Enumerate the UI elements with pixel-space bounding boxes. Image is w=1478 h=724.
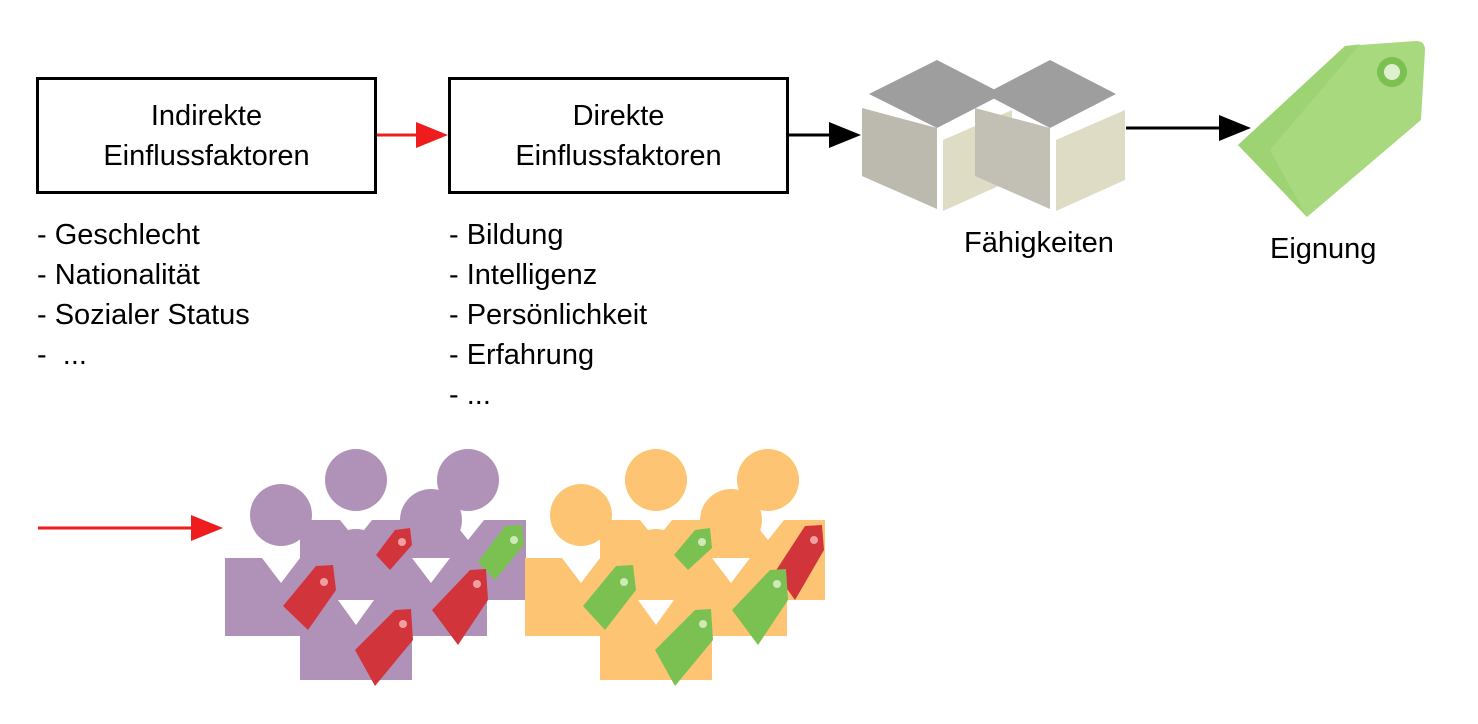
arrow-to-groups <box>38 515 223 541</box>
list-item: - Bildung <box>449 219 564 251</box>
direct-factors-list: - Bildung - Intelligenz - Persönlichkeit… <box>449 215 647 415</box>
skills-label: Fähigkeiten <box>964 227 1114 259</box>
indirect-title-line2: Einflussfaktoren <box>103 139 310 172</box>
list-item: - Erfahrung <box>449 339 595 371</box>
tag-red-icon <box>283 565 336 630</box>
suitability-label: Eignung <box>1270 233 1377 265</box>
direct-title-line1: Direkte <box>572 99 665 132</box>
tag-green-icon <box>478 525 524 580</box>
list-item: - Nationalität <box>37 259 200 291</box>
tags-purple-group <box>283 525 524 686</box>
people-group-purple <box>225 449 526 680</box>
tag-green-icon <box>583 565 636 630</box>
list-item: - Persönlichkeit <box>449 299 648 331</box>
direct-title-line2: Einflussfaktoren <box>515 139 722 172</box>
tag-green-icon <box>674 528 712 570</box>
tags-orange-group <box>583 525 824 686</box>
cubes-icon <box>862 60 1125 211</box>
tag-green-icon <box>655 609 713 686</box>
indirect-title-line1: Indirekte <box>150 99 263 132</box>
tag-icon <box>1238 41 1425 217</box>
indirect-factors-box: Indirekte Einflussfaktoren <box>36 77 377 194</box>
indirect-factors-list: - Geschlecht - Nationalität - Sozialer S… <box>37 215 250 375</box>
direct-factors-box: Direkte Einflussfaktoren <box>448 77 789 194</box>
tag-red-icon <box>376 528 412 570</box>
tag-red-icon <box>355 609 413 686</box>
tag-green-icon <box>732 569 788 645</box>
list-item: - Sozialer Status <box>37 299 250 331</box>
list-item: - Intelligenz <box>449 259 598 291</box>
arrow-direct-to-skills <box>789 122 861 148</box>
tag-red-icon <box>432 569 488 645</box>
list-item: - ... <box>37 339 87 371</box>
arrow-indirect-to-direct <box>377 122 448 148</box>
list-item: - Geschlecht <box>37 219 200 251</box>
tag-red-icon <box>775 525 824 600</box>
arrow-skills-to-suitability <box>1126 115 1251 141</box>
list-item: - ... <box>449 379 491 411</box>
